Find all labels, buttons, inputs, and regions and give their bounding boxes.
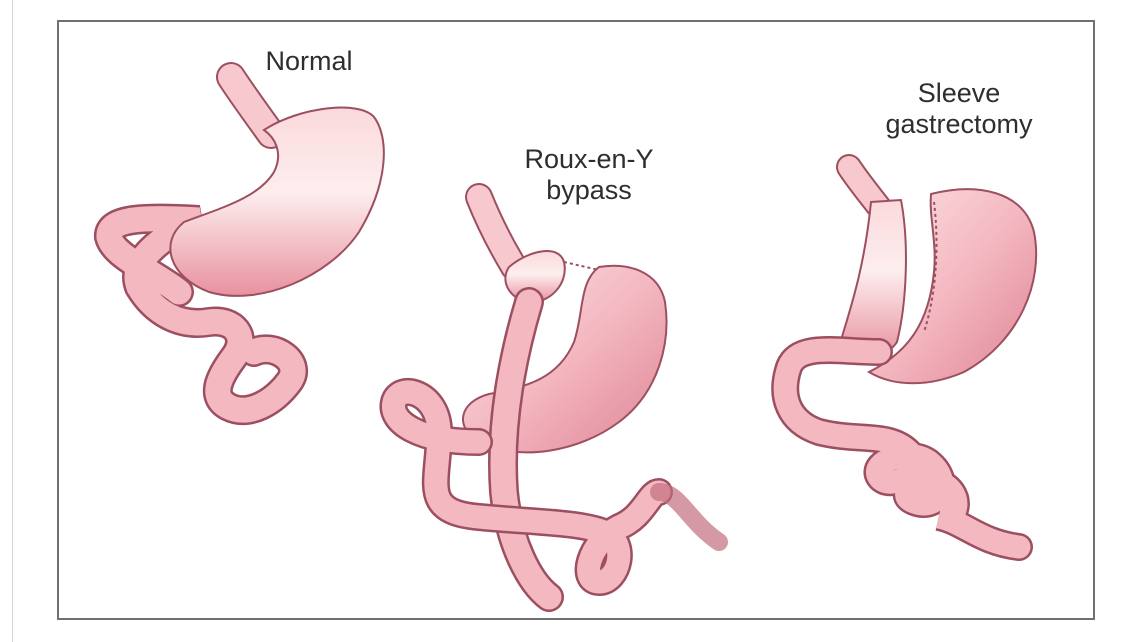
sleeve-stomach-tube: [839, 200, 906, 358]
normal-anatomy-group: [109, 77, 384, 410]
roux-staple-line: [564, 262, 599, 270]
illustration-frame: Normal Roux-en-Y bypass Sleeve gastrecto…: [57, 20, 1095, 620]
label-normal-text: Normal: [265, 46, 352, 76]
normal-stomach: [170, 108, 383, 296]
sleeve-anatomy-group: [785, 167, 1036, 547]
label-roux-line1: Roux-en-Y: [479, 144, 699, 175]
label-sleeve-gastrectomy: Sleeve gastrectomy: [839, 78, 1079, 140]
label-roux-en-y: Roux-en-Y bypass: [479, 144, 699, 206]
label-sleeve-line2: gastrectomy: [839, 109, 1079, 140]
label-roux-line2: bypass: [479, 175, 699, 206]
label-normal: Normal: [219, 46, 399, 77]
left-divider-line: [12, 0, 13, 642]
label-sleeve-line1: Sleeve: [839, 78, 1079, 109]
roux-jejunum: [659, 492, 719, 542]
roux-en-y-anatomy-group: [393, 197, 719, 597]
